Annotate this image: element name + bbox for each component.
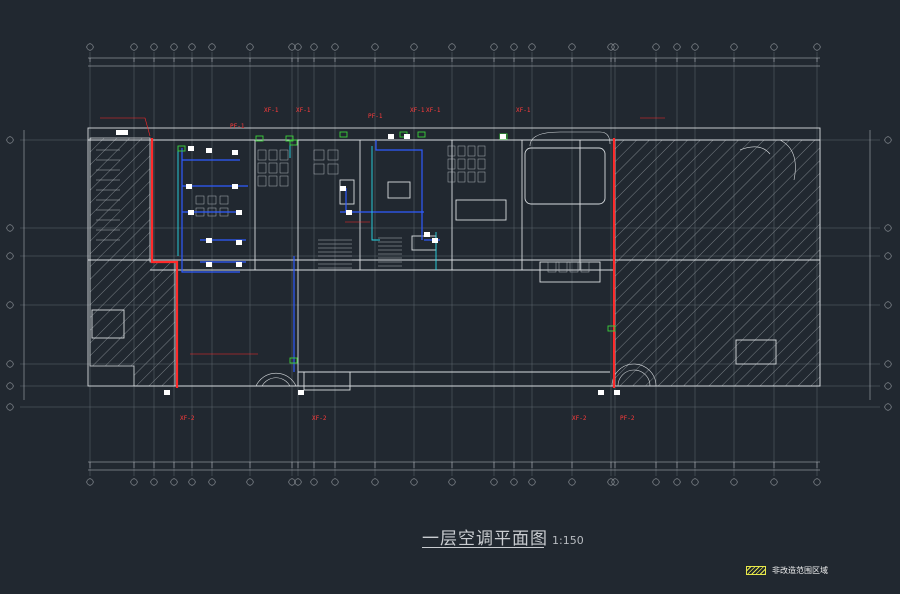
drawing-title-block: 一层空调平面图 1:150 (422, 524, 584, 549)
tag-pf1-b: PF-1 (368, 113, 383, 120)
tag-xf1-b: XF-1 (296, 107, 311, 114)
exhaust-duct-red (150, 138, 616, 388)
axis-grid-bubbles (6, 43, 892, 486)
building-walls (87, 127, 821, 391)
legend-label: 非改造范围区域 (772, 566, 828, 575)
drawing-scale: 1:150 (552, 534, 584, 547)
dimension-lines (23, 57, 871, 471)
drawing-title: 一层空调平面图 (422, 529, 548, 549)
tag-xf2-a: XF-2 (180, 415, 195, 422)
furniture-blocks (96, 145, 590, 273)
legend-hatch-swatch (746, 566, 766, 575)
red-annotation-lines (100, 117, 665, 355)
tag-xf1-e: XF-1 (516, 107, 531, 114)
tag-pf2-a: PF-2 (620, 415, 635, 422)
tag-pf1-a: PF-1 (230, 123, 245, 130)
tag-xf2-b: XF-2 (312, 415, 327, 422)
equipment-tags: XF-1 XF-1 PF-1 XF-1 XF-1 PF-1 XF-1 XF-2 … (180, 107, 635, 422)
title-underline (422, 547, 544, 548)
tag-xf1-d: XF-1 (426, 107, 441, 114)
tag-xf2-c: XF-2 (572, 415, 587, 422)
tag-xf1-c: XF-1 (410, 107, 425, 114)
indoor-units (116, 130, 620, 395)
legend: 非改造范围区域 (746, 565, 828, 576)
tag-xf1-a: XF-1 (264, 107, 279, 114)
ac-units (177, 131, 616, 364)
hatched-zone-right (614, 139, 821, 387)
